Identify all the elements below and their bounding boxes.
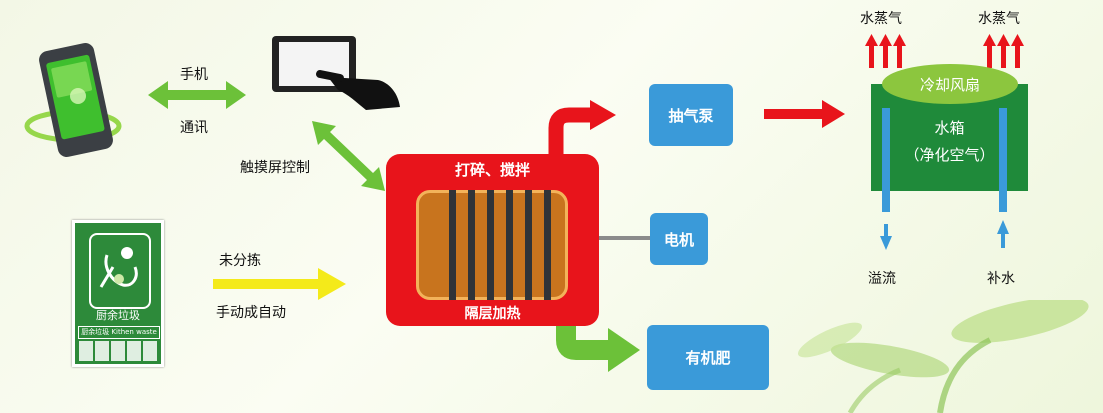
smartphone-icon — [24, 43, 122, 157]
pump-to-tank-arrow — [764, 100, 845, 128]
refill-label: 补水 — [987, 271, 1015, 287]
overflow-pipe-inner — [882, 108, 890, 212]
plant-sprout-decoration — [797, 300, 1089, 413]
tablet-touch-icon — [272, 36, 400, 110]
steam-arrows-left — [865, 34, 906, 68]
touch-link-arrow — [312, 121, 385, 191]
bin-pictograms — [79, 341, 157, 361]
fan-label: 冷却风扇 — [919, 75, 980, 94]
organic-fertilizer-box: 有机肥 — [647, 325, 769, 390]
cooling-fan: 冷却风扇 — [882, 64, 1018, 104]
machine-top-label: 打碎、搅拌 — [454, 161, 530, 179]
processing-machine: 打碎、搅拌 隔层加热 — [386, 154, 599, 326]
overflow-label: 溢流 — [868, 271, 896, 287]
tank-subtitle: （净化空气） — [904, 146, 995, 164]
manual-link-label-top: 未分拣 — [219, 253, 261, 269]
machine-bottom-label: 隔层加热 — [464, 306, 521, 322]
steam-arrows-right — [983, 34, 1024, 68]
phone-link-label-bottom: 通讯 — [180, 120, 208, 136]
vacuum-pump-box: 抽气泵 — [649, 84, 733, 146]
refill-pipe-inner — [999, 108, 1007, 212]
fertilizer-output-arrow — [556, 300, 640, 372]
steam-label-left: 水蒸气 — [860, 11, 902, 27]
grinding-blades — [449, 190, 551, 300]
food-waste-icon — [99, 247, 138, 288]
tank-title: 水箱 — [934, 119, 965, 137]
pump-label: 抽气泵 — [668, 106, 714, 125]
manual-feed-arrow — [213, 268, 346, 300]
bin-emblem — [89, 233, 151, 309]
exhaust-pipe-arrow — [548, 100, 616, 158]
fertilizer-label: 有机肥 — [685, 349, 731, 367]
motor-box: 电机 — [650, 213, 708, 265]
manual-link-label-bottom: 手动成自动 — [216, 305, 286, 321]
kitchen-waste-bin-sign: 厨余垃圾 厨余垃圾 Kithen waste — [72, 220, 164, 367]
bin-sublabel: 厨余垃圾 Kithen waste — [78, 326, 160, 339]
bin-label: 厨余垃圾 — [96, 309, 140, 322]
motor-label: 电机 — [663, 230, 694, 249]
phone-link-label-top: 手机 — [180, 67, 208, 83]
steam-label-right: 水蒸气 — [978, 11, 1020, 27]
touch-link-label: 触摸屏控制 — [240, 160, 310, 176]
phone-link-arrow — [148, 81, 246, 109]
